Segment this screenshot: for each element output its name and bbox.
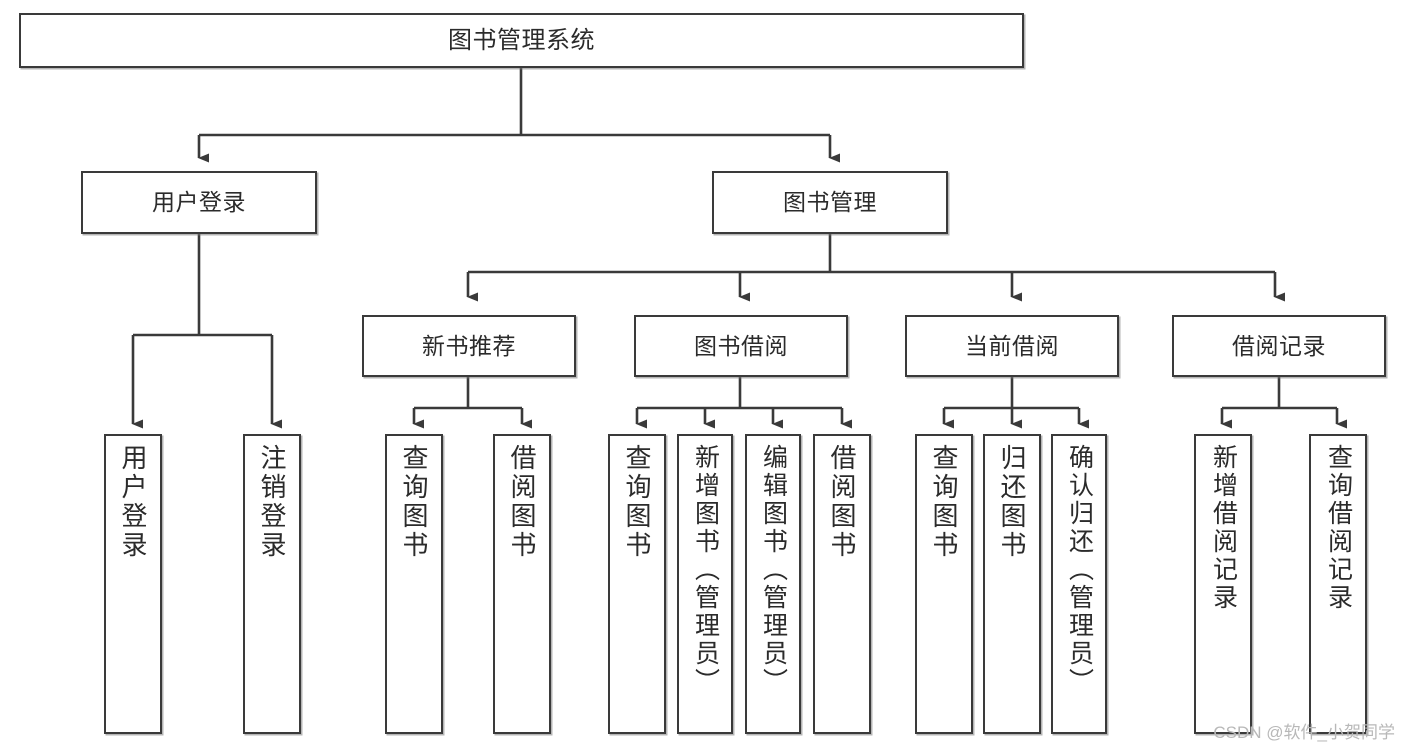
leaf-borrow-book-new-recommend[interactable]: 借阅图书 xyxy=(493,434,551,734)
leaf-edit-book-admin[interactable]: 编辑图书（管理员） xyxy=(745,434,801,734)
leaf-confirm-return-admin[interactable]: 确认归还（管理员） xyxy=(1051,434,1107,734)
node-label: 图书借阅 xyxy=(694,332,788,359)
node-user-login[interactable]: 用户登录 xyxy=(81,171,317,234)
node-label: 新增借阅记录 xyxy=(1209,444,1238,612)
node-label: 图书管理 xyxy=(783,189,877,216)
node-label: 借阅记录 xyxy=(1232,332,1326,359)
node-label: 图书管理系统 xyxy=(448,26,595,54)
node-book-management[interactable]: 图书管理 xyxy=(712,171,948,234)
node-label: 注销登录 xyxy=(257,444,287,560)
leaf-query-borrow-record[interactable]: 查询借阅记录 xyxy=(1309,434,1367,734)
node-label: 借阅图书 xyxy=(507,444,537,560)
leaf-query-book-new-recommend[interactable]: 查询图书 xyxy=(385,434,443,734)
node-label: 查询借阅记录 xyxy=(1324,444,1353,612)
csdn-watermark: CSDN @软件_小贺同学 xyxy=(1213,723,1395,742)
leaf-query-book-borrow[interactable]: 查询图书 xyxy=(608,434,666,734)
node-label: 归还图书 xyxy=(997,444,1027,560)
node-label: 编辑图书（管理员） xyxy=(759,444,788,696)
leaf-logout-login[interactable]: 注销登录 xyxy=(243,434,301,734)
leaf-borrow-book-borrow[interactable]: 借阅图书 xyxy=(813,434,871,734)
node-root-book-management-system[interactable]: 图书管理系统 xyxy=(19,13,1024,68)
node-label: 当前借阅 xyxy=(965,332,1059,359)
leaf-return-book[interactable]: 归还图书 xyxy=(983,434,1041,734)
node-label: 新书推荐 xyxy=(422,332,516,359)
node-label: 查询图书 xyxy=(622,444,652,560)
node-label: 用户登录 xyxy=(152,189,246,216)
node-label: 确认归还（管理员） xyxy=(1065,444,1094,696)
leaf-user-login[interactable]: 用户登录 xyxy=(104,434,162,734)
node-book-borrow[interactable]: 图书借阅 xyxy=(634,315,848,377)
node-borrow-record[interactable]: 借阅记录 xyxy=(1172,315,1386,377)
node-new-book-recommend[interactable]: 新书推荐 xyxy=(362,315,576,377)
node-label: 查询图书 xyxy=(929,444,959,560)
leaf-add-book-admin[interactable]: 新增图书（管理员） xyxy=(677,434,733,734)
leaf-add-borrow-record[interactable]: 新增借阅记录 xyxy=(1194,434,1252,734)
node-label: 用户登录 xyxy=(118,444,148,560)
node-label: 查询图书 xyxy=(399,444,429,560)
node-current-borrow[interactable]: 当前借阅 xyxy=(905,315,1119,377)
leaf-query-book-current[interactable]: 查询图书 xyxy=(915,434,973,734)
node-label: 新增图书（管理员） xyxy=(691,444,720,696)
node-label: 借阅图书 xyxy=(827,444,857,560)
